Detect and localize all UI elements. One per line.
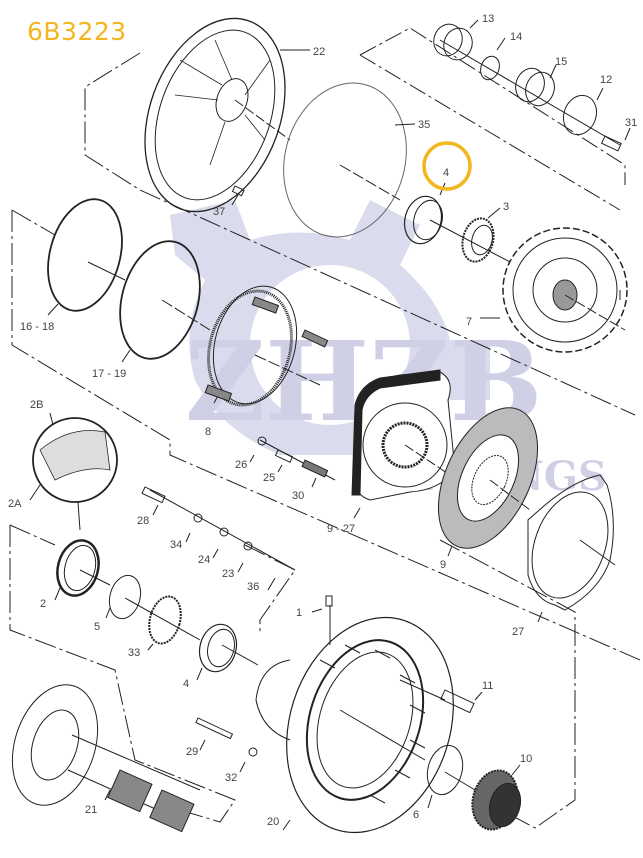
part-label-17-19[interactable]: 17 - 19 — [92, 368, 126, 380]
part-label-5[interactable]: 5 — [94, 621, 100, 633]
part-label-12[interactable]: 12 — [600, 74, 612, 86]
part-label-26[interactable]: 26 — [235, 459, 247, 471]
part-label-10[interactable]: 10 — [520, 753, 532, 765]
part-label-31[interactable]: 31 — [625, 117, 637, 129]
part-label-9[interactable]: 9 — [440, 559, 446, 571]
part-label-25[interactable]: 25 — [263, 472, 275, 484]
part-label-2[interactable]: 2 — [40, 598, 46, 610]
part-label-32[interactable]: 32 — [225, 772, 237, 784]
part-label-22[interactable]: 22 — [313, 46, 325, 58]
part-label-2A[interactable]: 2A — [8, 498, 22, 510]
part-label-4[interactable]: 4 — [183, 678, 189, 690]
part-label-37[interactable]: 37 — [213, 206, 225, 218]
part-label-27[interactable]: 27 — [512, 626, 524, 638]
part-label-13[interactable]: 13 — [482, 13, 494, 25]
part-label-33[interactable]: 33 — [128, 647, 140, 659]
part-label-21[interactable]: 21 — [85, 804, 97, 816]
part-label-7[interactable]: 7 — [466, 316, 472, 328]
part-label-24[interactable]: 24 — [198, 554, 210, 566]
part-label-29[interactable]: 29 — [186, 746, 198, 758]
part-label-1[interactable]: 1 — [296, 607, 302, 619]
part-number-title: 6B3223 — [27, 17, 127, 46]
part-label-3[interactable]: 3 — [503, 201, 509, 213]
part-label-8[interactable]: 8 — [205, 426, 211, 438]
part-label-30[interactable]: 30 — [292, 490, 304, 502]
part-label-2B[interactable]: 2B — [30, 399, 43, 411]
part-label-15[interactable]: 15 — [555, 56, 567, 68]
part-label-28[interactable]: 28 — [137, 515, 149, 527]
highlight-circle — [422, 141, 472, 191]
part-label-34[interactable]: 34 — [170, 539, 182, 551]
part-label-36[interactable]: 36 — [247, 581, 259, 593]
part-label-16-18[interactable]: 16 - 18 — [20, 321, 54, 333]
part-label-6[interactable]: 6 — [413, 809, 419, 821]
part-label-9-27[interactable]: 9 - 27 — [327, 523, 355, 535]
part-label-14[interactable]: 14 — [510, 31, 522, 43]
part-label-4-highlighted[interactable]: 4 — [443, 167, 449, 179]
part-label-23[interactable]: 23 — [222, 568, 234, 580]
part-label-11[interactable]: 11 — [482, 680, 493, 692]
part-label-20[interactable]: 20 — [267, 816, 279, 828]
part-label-35[interactable]: 35 — [418, 119, 430, 131]
